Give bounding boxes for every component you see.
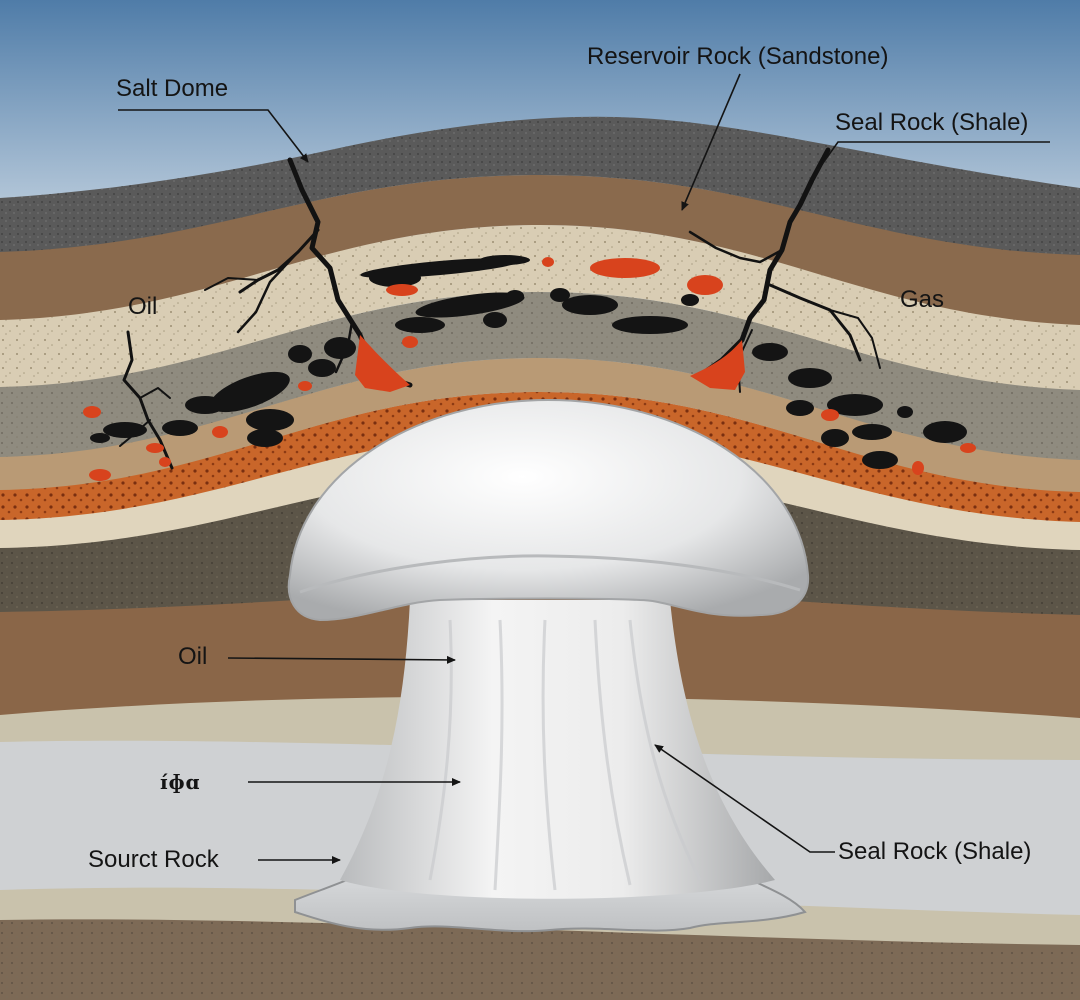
- salt-dome-leader: [118, 109, 309, 163]
- oil-deposits: [90, 255, 967, 469]
- salt-dome-stem: [340, 600, 775, 899]
- label-salt-dome: Salt Dome: [116, 75, 229, 102]
- fault-fluid-right: [690, 340, 745, 390]
- fault-right: [702, 147, 831, 375]
- label-garbled: ɪ́ɸɑ: [160, 770, 201, 794]
- label-reservoir-rock: Reservoir Rock (Sandstone): [587, 43, 889, 70]
- seal-rock-bottom-leader: [654, 744, 835, 853]
- label-seal-rock-bottom: Seal Rock (Shale): [838, 838, 1032, 865]
- label-oil-center: Oil: [178, 643, 208, 670]
- shale-seal-layer: [0, 175, 1080, 325]
- reservoir-rock-leader: [681, 73, 741, 211]
- oil-center-leader: [227, 655, 456, 664]
- label-source-rock: Sourct Rock: [88, 846, 219, 873]
- label-gas: Gas: [900, 286, 945, 313]
- gas-bubbles: [83, 257, 976, 481]
- seal-rock-top-leader: [817, 141, 1050, 171]
- label-seal-rock-top: Seal Rock (Shale): [835, 109, 1029, 136]
- salt-dome: [287, 398, 810, 933]
- fault-fluid-left: [355, 335, 410, 392]
- label-oil-left: Oil: [128, 293, 158, 320]
- leader-lines: [118, 73, 1050, 864]
